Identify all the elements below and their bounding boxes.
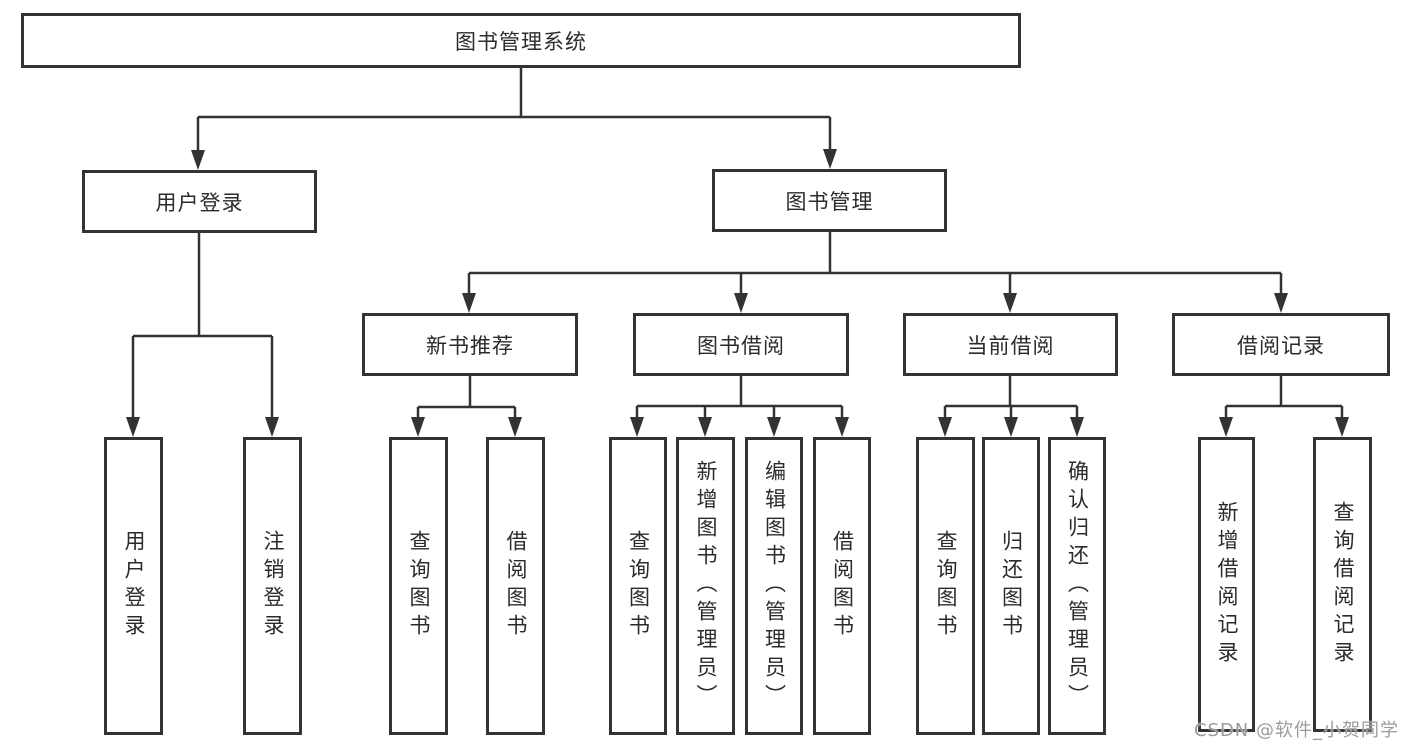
leaf-bb-query-books: 查询图书 <box>609 437 667 735</box>
arrowhead-leaf-bb-edit <box>767 417 781 437</box>
leaf-logout: 注销登录 <box>243 437 302 735</box>
node-new-book-recommend: 新书推荐 <box>362 313 578 376</box>
arrowhead-leaf-bb-add <box>698 417 712 437</box>
leaf-bb-add-books-admin: 新增图书（管理员） <box>676 437 735 735</box>
node-borrowing-records: 借阅记录 <box>1172 313 1390 376</box>
node-label: 用户登录 <box>122 530 146 642</box>
arrowhead-leaf-nb-borrow <box>508 417 522 437</box>
node-book-borrowing: 图书借阅 <box>633 313 849 376</box>
arrowhead-leaf-user-login <box>126 417 140 437</box>
node-label: 图书管理 <box>785 189 874 214</box>
arrowhead-leaf-bb-query <box>630 417 644 437</box>
arrowhead-leaf-bb-borrow <box>835 417 849 437</box>
leaf-bb-borrow-books: 借阅图书 <box>813 437 871 735</box>
csdn-watermark: CSDN @软件_小贺同学 <box>1193 720 1399 741</box>
connector-user-login-children <box>131 233 274 419</box>
node-label: 借阅图书 <box>830 530 855 642</box>
arrowhead-book-management <box>823 149 837 169</box>
node-label: 用户登录 <box>155 190 244 215</box>
leaf-bb-edit-books-admin: 编辑图书（管理员） <box>745 437 803 735</box>
node-label: 新书推荐 <box>426 333 514 358</box>
node-label: 图书借阅 <box>697 333 785 358</box>
connector-book-management-children <box>467 232 1283 296</box>
connector-borrowing-records-children <box>1224 376 1344 419</box>
node-label: 新增借阅记录 <box>1215 500 1239 669</box>
node-book-management: 图书管理 <box>712 169 947 232</box>
connector-book-borrowing-children <box>635 376 844 419</box>
node-label: 归还图书 <box>999 530 1024 642</box>
arrowhead-borrowing-records <box>1274 293 1288 313</box>
arrowhead-new-book-recommend <box>462 293 476 313</box>
node-label: 新增图书（管理员） <box>694 460 718 712</box>
arrowhead-current-borrowing <box>1003 293 1017 313</box>
arrowhead-leaf-nb-query <box>411 417 425 437</box>
leaf-cb-confirm-return-admin: 确认归还（管理员） <box>1048 437 1106 735</box>
node-label: 当前借阅 <box>966 333 1055 358</box>
node-label: 注销登录 <box>261 530 285 642</box>
leaf-cb-return-books: 归还图书 <box>982 437 1040 735</box>
node-user-login: 用户登录 <box>82 170 317 233</box>
leaf-nb-borrow-books: 借阅图书 <box>486 437 545 735</box>
arrowhead-user-login <box>191 150 205 170</box>
connector-current-borrowing-children <box>943 376 1079 419</box>
arrowhead-leaf-br-add <box>1219 417 1233 437</box>
connector-new-book-recommend-children <box>416 376 517 419</box>
node-system-root: 图书管理系统 <box>21 13 1021 68</box>
node-label: 借阅图书 <box>504 530 528 642</box>
node-label: 编辑图书（管理员） <box>762 460 787 712</box>
leaf-br-add-record: 新增借阅记录 <box>1198 437 1255 732</box>
connector-root-to-level2 <box>196 68 832 152</box>
node-label: 查询图书 <box>626 530 651 642</box>
node-label: 借阅记录 <box>1237 333 1325 358</box>
arrowhead-book-borrowing <box>734 293 748 313</box>
node-label: 图书管理系统 <box>455 29 587 54</box>
node-label: 查询图书 <box>407 530 431 642</box>
arrowhead-leaf-cb-query <box>938 417 952 437</box>
node-label: 查询图书 <box>934 530 958 642</box>
leaf-user-login: 用户登录 <box>104 437 163 735</box>
arrowhead-leaf-cb-return <box>1004 417 1018 437</box>
node-label: 查询借阅记录 <box>1331 500 1355 669</box>
leaf-nb-query-books: 查询图书 <box>389 437 448 735</box>
arrowhead-leaf-br-query <box>1335 417 1349 437</box>
node-label: 确认归还（管理员） <box>1065 460 1090 712</box>
leaf-cb-query-books: 查询图书 <box>916 437 975 735</box>
arrowhead-leaf-logout <box>265 417 279 437</box>
node-current-borrowing: 当前借阅 <box>903 313 1118 376</box>
leaf-br-query-record: 查询借阅记录 <box>1313 437 1372 732</box>
arrowhead-leaf-cb-confirm <box>1070 417 1084 437</box>
